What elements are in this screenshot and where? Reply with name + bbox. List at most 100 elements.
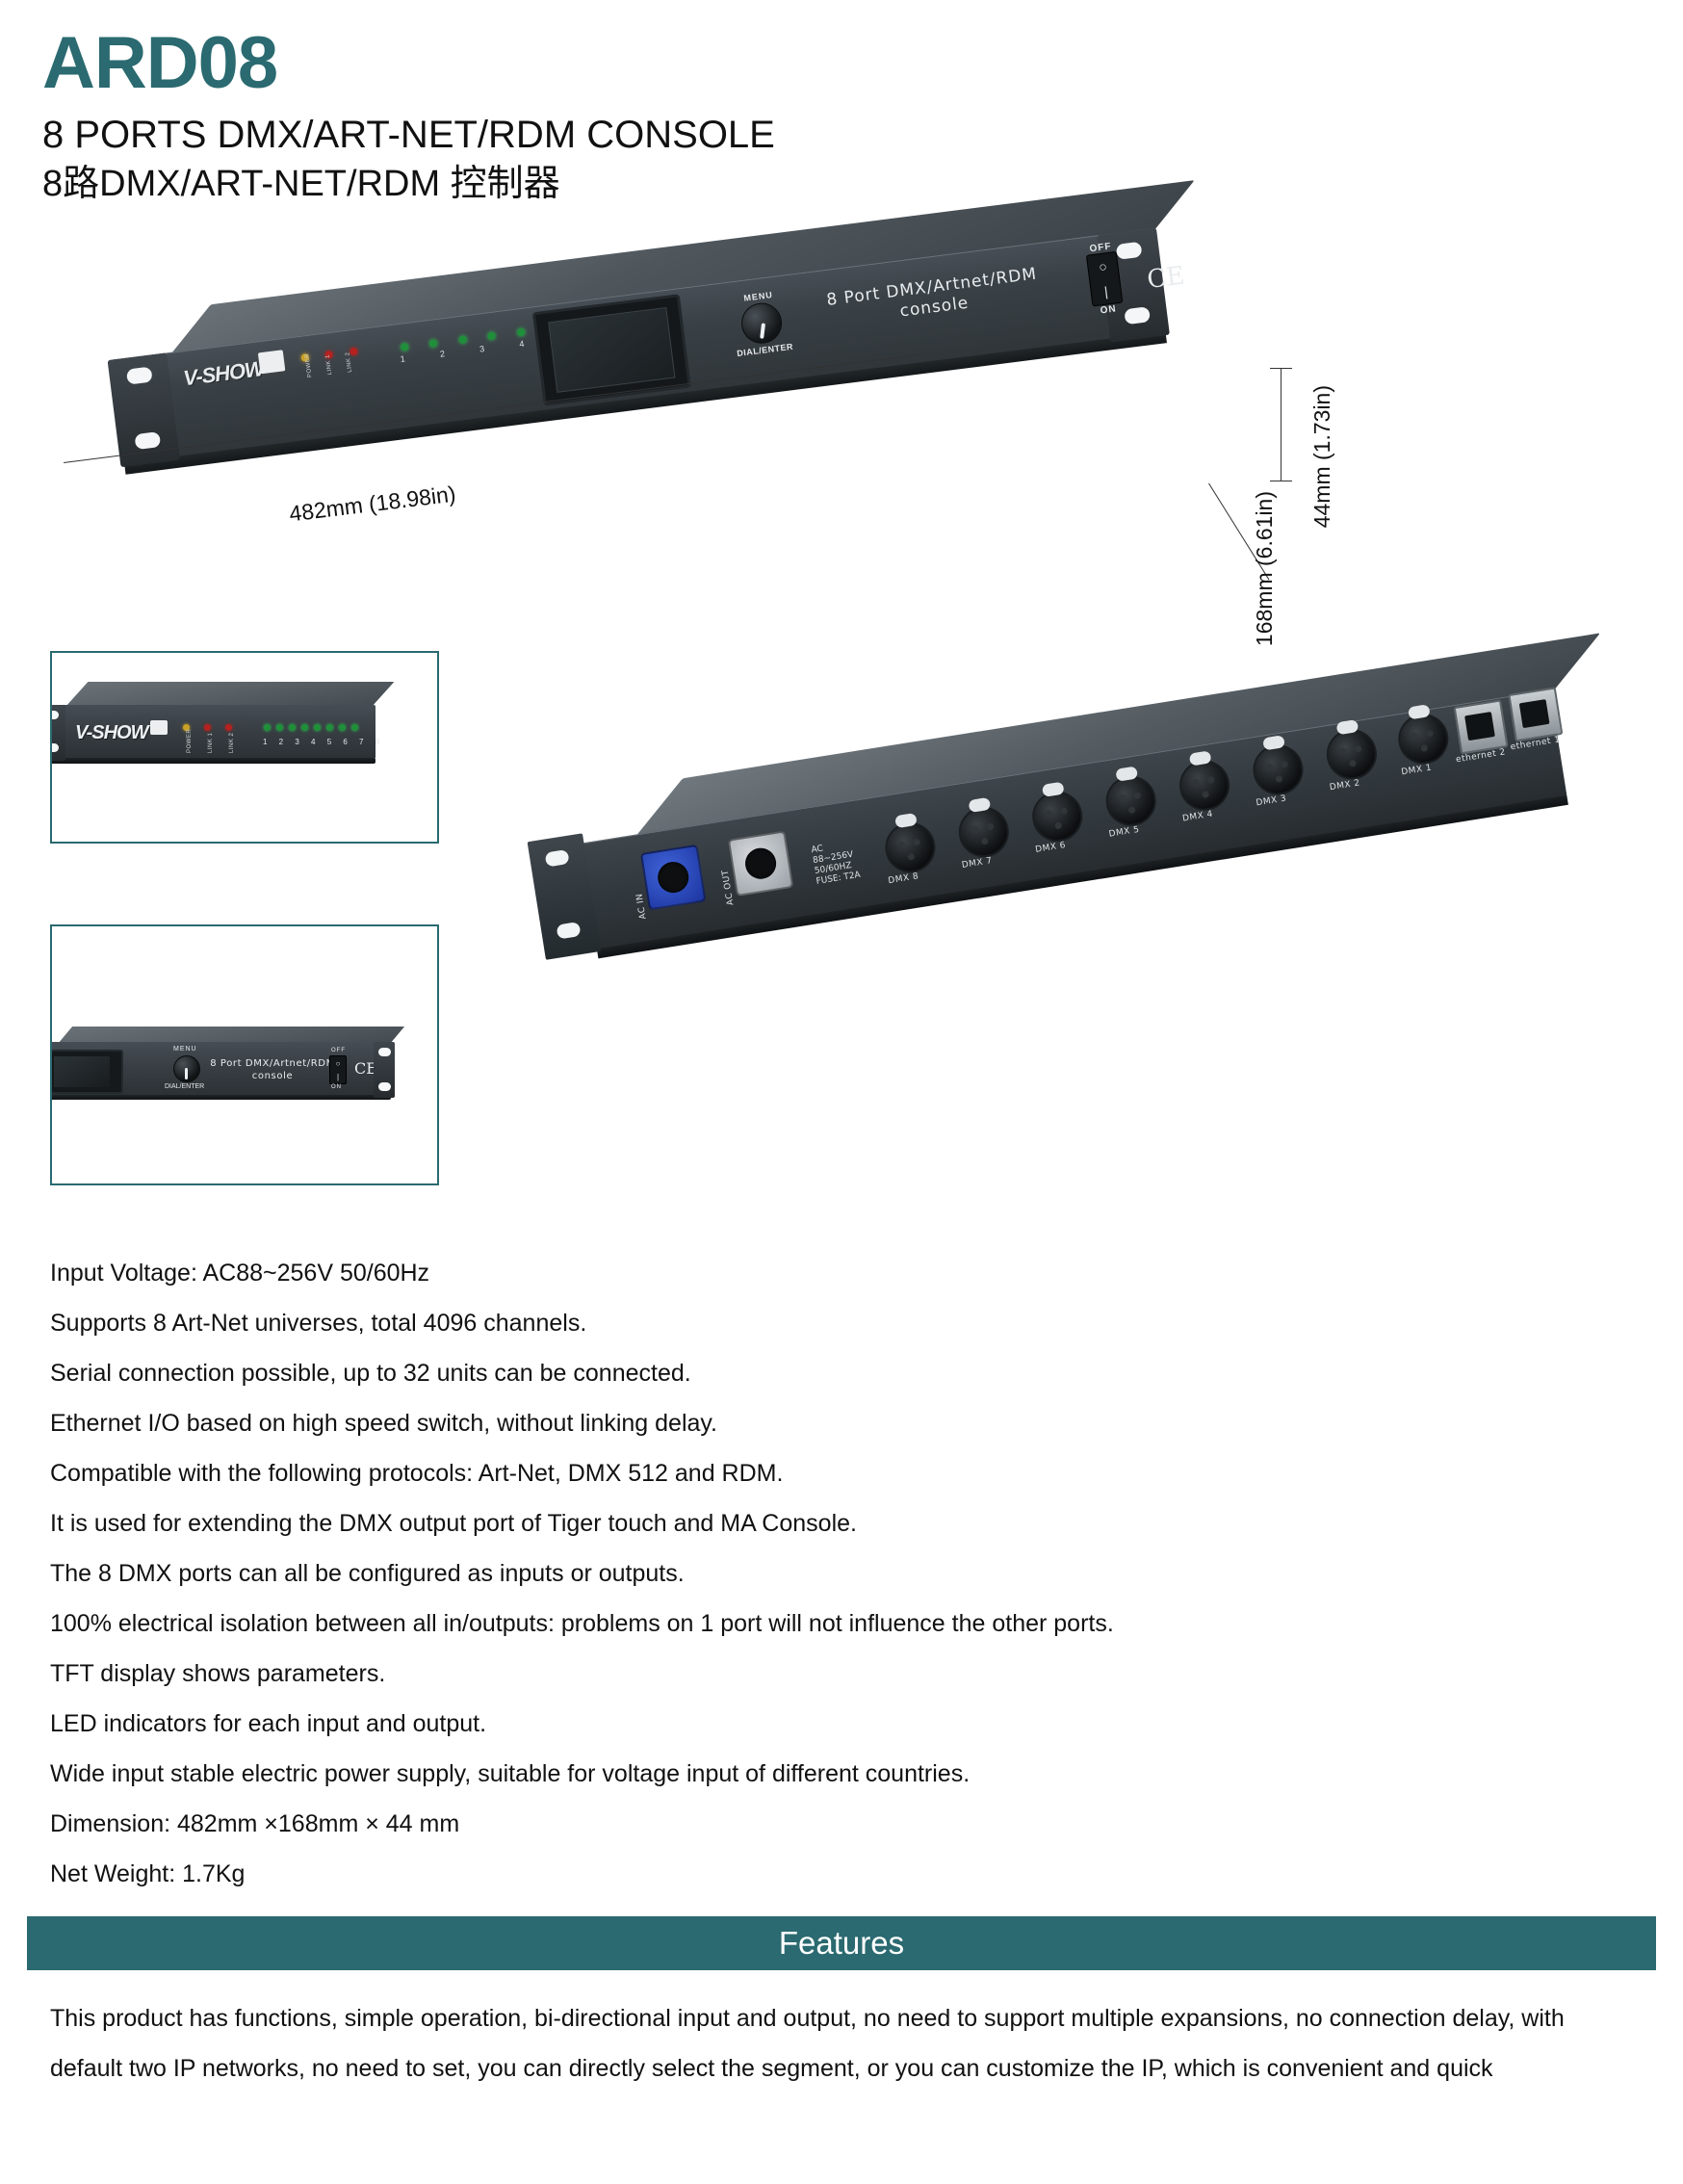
features-banner: Features (27, 1916, 1656, 1970)
rack-hole-icon (52, 711, 59, 719)
ce-mark-icon: CE (1145, 261, 1187, 296)
link1-led-icon (204, 724, 211, 731)
port-led-icon (264, 724, 271, 731)
port-led-icon (339, 724, 346, 731)
spec-item: TFT display shows parameters. (50, 1660, 386, 1687)
rear-panel-image: AC IN AC OUT AC 88~256V 50/60HZ FUSE: T2… (520, 633, 1637, 1213)
ac-rating-text: AC 88~256V 50/60HZ FUSE: T2A (811, 839, 862, 888)
switch-off-label: OFF (331, 1048, 346, 1053)
power-switch-group[interactable]: OFF ○ | ON (1073, 239, 1137, 319)
rack-hole-icon (378, 1082, 391, 1091)
xlr-pin-icon (986, 822, 995, 831)
port-led-icon (301, 724, 308, 731)
spec-item: It is used for extending the DMX output … (50, 1510, 857, 1537)
latch-icon (1041, 781, 1065, 797)
front-panel-printed-text: 8 Port DMX/Artnet/RDM console (210, 1057, 335, 1082)
power-rocker-switch[interactable]: ○ | (329, 1055, 347, 1084)
port-led-icon (458, 335, 468, 345)
spec-item: Supports 8 Art-Net universes, total 4096… (50, 1310, 587, 1337)
thumbnail-front-right-view[interactable]: MENU DIAL/ENTER 8 Port DMX/Artnet/RDM co… (50, 924, 439, 1185)
xlr-pin-icon (1275, 774, 1283, 783)
dimension-label-depth: 168mm (6.61in) (1252, 491, 1277, 646)
port-led-icon (487, 331, 497, 341)
link2-led-label: LINK 2 (229, 732, 235, 753)
xlr-pin-icon (1348, 759, 1357, 767)
dimension-height-line1: 44mm (1309, 466, 1334, 529)
thumbnail-front-view[interactable]: V-SHOW POWER LINK 1 LINK 2 1 2 3 4 5 6 7… (50, 651, 439, 844)
xlr-pin-icon (1127, 806, 1136, 815)
xlr-pin-icon (1191, 778, 1200, 787)
device-front-thumb: V-SHOW POWER LINK 1 LINK 2 1 2 3 4 5 6 7… (52, 682, 395, 790)
xlr-pin-icon (971, 824, 979, 833)
spec-item: Serial connection possible, up to 32 uni… (50, 1360, 691, 1387)
rack-hole-icon (134, 431, 162, 451)
port-led-icon (351, 724, 358, 731)
rack-ear-left (52, 705, 65, 761)
device-front-panel (52, 705, 375, 759)
menu-knob-bottom-label: DIAL/ENTER (165, 1083, 205, 1090)
powercon-hole-icon (655, 859, 691, 896)
circle-icon: ○ (335, 1058, 341, 1068)
xlr-pin-icon (1281, 760, 1289, 768)
product-subtitle-english: 8 PORTS DMX/ART-NET/RDM CONSOLE (42, 114, 775, 156)
power-led-label: POWER (187, 728, 193, 753)
dial-enter-knob[interactable] (173, 1055, 200, 1082)
brand-logo: V-SHOW (75, 722, 148, 743)
specification-list: Input Voltage: AC88~256V 50/60Hz Support… (50, 1248, 1629, 1899)
xlr-pin-icon (1059, 807, 1068, 816)
features-banner-title: Features (778, 1925, 905, 1961)
rack-hole-icon (378, 1048, 391, 1056)
device-front-perspective: V-SHOW POWER LINK 1 LINK 2 1 2 3 4 5 6 7… (106, 180, 1195, 504)
rack-ear-right (374, 1042, 395, 1098)
latch-icon (1188, 750, 1212, 767)
ac-in-connector (639, 844, 707, 911)
latch-icon (1115, 766, 1139, 782)
tft-display-screen (548, 306, 676, 393)
link2-led-icon (225, 724, 232, 731)
latch-icon (1262, 735, 1285, 751)
xlr-pin-icon (1133, 792, 1142, 800)
spec-item: Wide input stable electric power supply,… (50, 1760, 971, 1787)
dimension-label-height: 44mm (1.73in) (1309, 385, 1334, 528)
xlr-pin-icon (1045, 809, 1053, 818)
tft-display (52, 1050, 123, 1094)
page-header: ARD08 8 PORTS DMX/ART-NET/RDM CONSOLE 8路… (42, 21, 1390, 208)
device-front-edge (52, 758, 375, 764)
features-body-text: This product has functions, simple opera… (50, 2005, 1565, 2082)
xlr-pin-icon (1206, 775, 1215, 784)
power-rocker-switch[interactable]: ○ | (1085, 250, 1124, 307)
brand-badge-icon (257, 350, 286, 375)
spec-item: Dimension: 482mm ×168mm × 44 mm (50, 1810, 460, 1837)
xlr-pin-icon (1202, 791, 1210, 799)
circle-icon: ○ (1098, 258, 1108, 275)
spec-item: Input Voltage: AC88~256V 50/60Hz (50, 1260, 430, 1287)
spec-item: LED indicators for each input and output… (50, 1710, 487, 1737)
line-icon: | (336, 1072, 340, 1081)
ac-out-connector (727, 830, 794, 897)
switch-on-label: ON (331, 1084, 342, 1090)
xlr-pin-icon (1354, 744, 1362, 753)
ethernet2-connector (1453, 699, 1509, 755)
device-front-right-thumb: MENU DIAL/ENTER 8 Port DMX/Artnet/RDM co… (52, 1027, 405, 1107)
port-led-icon (326, 724, 333, 731)
power-led-icon (183, 724, 190, 731)
xlr-pin-icon (1054, 821, 1063, 830)
panel-print-line-1: 8 Port DMX/Artnet/RDM (210, 1058, 335, 1069)
panel-print-line-2: console (251, 1071, 294, 1081)
xlr-pin-icon (1426, 729, 1435, 738)
port-led-icon (428, 339, 438, 349)
menu-knob-group[interactable]: MENU DIAL/ENTER (724, 288, 799, 359)
tft-display-screen (54, 1056, 110, 1087)
spec-item: 100% electrical isolation between all in… (50, 1610, 1114, 1637)
dimension-label-width: 482mm (18.98in) (288, 481, 457, 527)
device-front-edge (52, 1095, 391, 1100)
rack-hole-icon (556, 922, 582, 940)
port-led-icon (400, 342, 409, 351)
latch-icon (968, 796, 992, 814)
xlr-pin-icon (897, 841, 906, 849)
xlr-pin-icon (913, 838, 921, 846)
menu-knob-top-label: MENU (173, 1046, 197, 1053)
dial-enter-knob[interactable] (738, 300, 785, 347)
port-led-icon (276, 724, 283, 731)
dimension-height-line2: (1.73in) (1309, 385, 1334, 460)
